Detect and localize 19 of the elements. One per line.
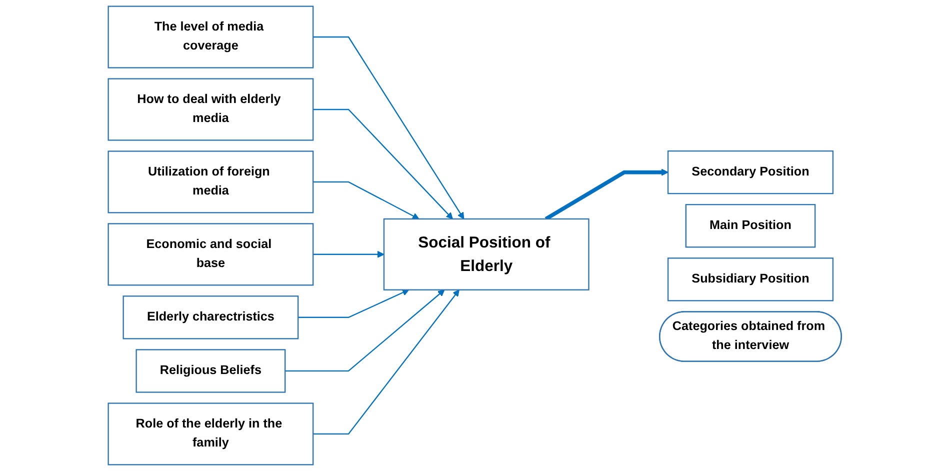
node-box: Elderly charectristics: [122, 296, 298, 340]
arrow: [298, 289, 409, 318]
arrow: [284, 290, 444, 372]
arrow: [544, 168, 668, 221]
arrow: [312, 250, 384, 258]
node-box: Subsidiary Position: [667, 258, 834, 302]
node-box: Secondary Position: [667, 150, 834, 194]
node-box: Religious Beliefs: [135, 349, 286, 393]
arrow: [312, 290, 460, 435]
node-box: Economic and social base: [107, 223, 314, 286]
node-box: Utilization of foreign media: [107, 150, 314, 214]
node-box: Role of the elderly in the family: [107, 402, 314, 466]
arrow: [312, 108, 453, 220]
node-box: The level of media coverage: [107, 6, 314, 68]
node-box: Social Position of Elderly: [383, 218, 589, 290]
arrow: [312, 36, 464, 220]
node-box: How to deal with elderly media: [107, 78, 314, 141]
node-box: Main Position: [684, 204, 816, 248]
arrow: [312, 181, 419, 220]
